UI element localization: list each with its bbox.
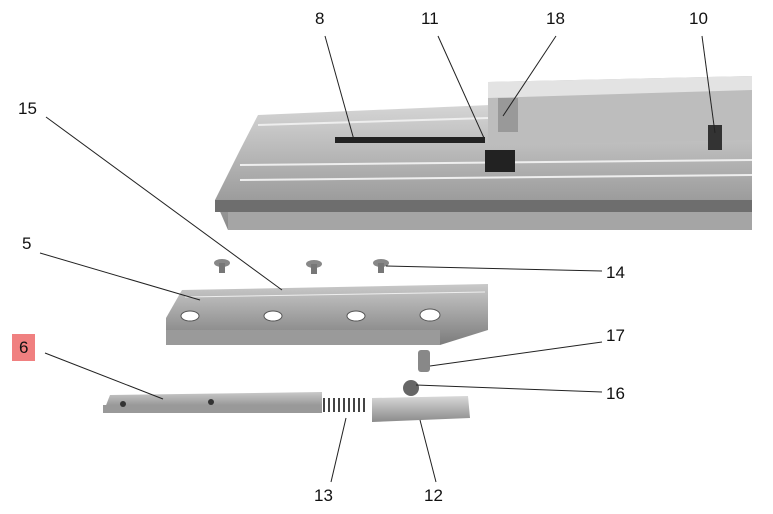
callout-14: 14 [606, 263, 625, 282]
callout-17: 17 [606, 326, 625, 345]
callout-13: 13 [314, 486, 333, 505]
slide-plate [166, 284, 488, 345]
callout-12: 12 [424, 486, 443, 505]
callout-16: 16 [606, 384, 625, 403]
callout-15: 15 [18, 99, 37, 118]
callout-5: 5 [22, 234, 32, 253]
rail-assembly [215, 76, 753, 230]
callout-11: 11 [421, 9, 439, 28]
callout-10: 10 [689, 9, 708, 28]
callout-6-highlighted: 6 [12, 334, 36, 361]
latch-assembly [103, 392, 470, 422]
screws [214, 259, 430, 396]
callout-18: 18 [546, 9, 565, 28]
callout-8: 8 [315, 9, 325, 28]
leader-lines [39, 35, 716, 483]
